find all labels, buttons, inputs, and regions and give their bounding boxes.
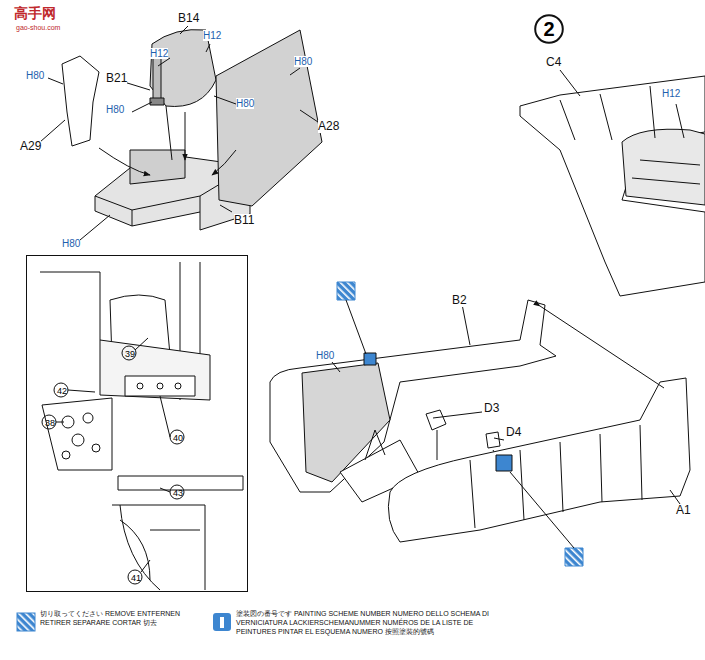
callout-number: 39 [125,350,135,359]
part-label: D4 [506,426,521,439]
part-label: A28 [318,120,339,133]
callout-number: 43 [173,489,183,498]
paint-code: H80 [316,350,334,361]
paint-code: H80 [62,238,80,249]
paint-code: H12 [662,88,680,99]
paint-code: H80 [26,70,44,81]
part-label: C4 [546,56,561,69]
callout-number: 42 [57,387,67,396]
detail-inset: 39 42 38 40 43 41 [26,255,248,592]
paint-code: H12 [150,48,168,59]
part-label: A1 [676,504,691,517]
part-label: B11 [234,214,254,227]
paint-code: H80 [236,98,254,109]
painting-scheme-icon [212,612,232,632]
callout-number: 38 [45,419,55,428]
part-label: B14 [178,12,199,25]
legend-text: 塗装図の番号です PAINTING SCHEME NUMBER NUMERO D… [236,610,491,636]
paint-code: H80 [106,104,124,115]
legend-text: 切り取ってください REMOVE ENTFERNEN RETIRER SEPAR… [40,610,200,628]
watermark: gao-shou.com [16,24,60,32]
paint-code: H80 [294,56,312,67]
remove-icon [16,612,36,632]
part-label: A29 [20,140,41,153]
part-label: D3 [484,402,499,415]
step-number-text: 2 [543,19,554,39]
paint-code: H12 [203,30,221,41]
watermark: 高手网 [14,6,56,21]
step-number: 2 [534,14,564,44]
part-label: B2 [452,294,467,307]
part-label: B21 [106,72,127,85]
callout-number: 41 [131,574,141,583]
callout-number: 40 [173,434,183,443]
